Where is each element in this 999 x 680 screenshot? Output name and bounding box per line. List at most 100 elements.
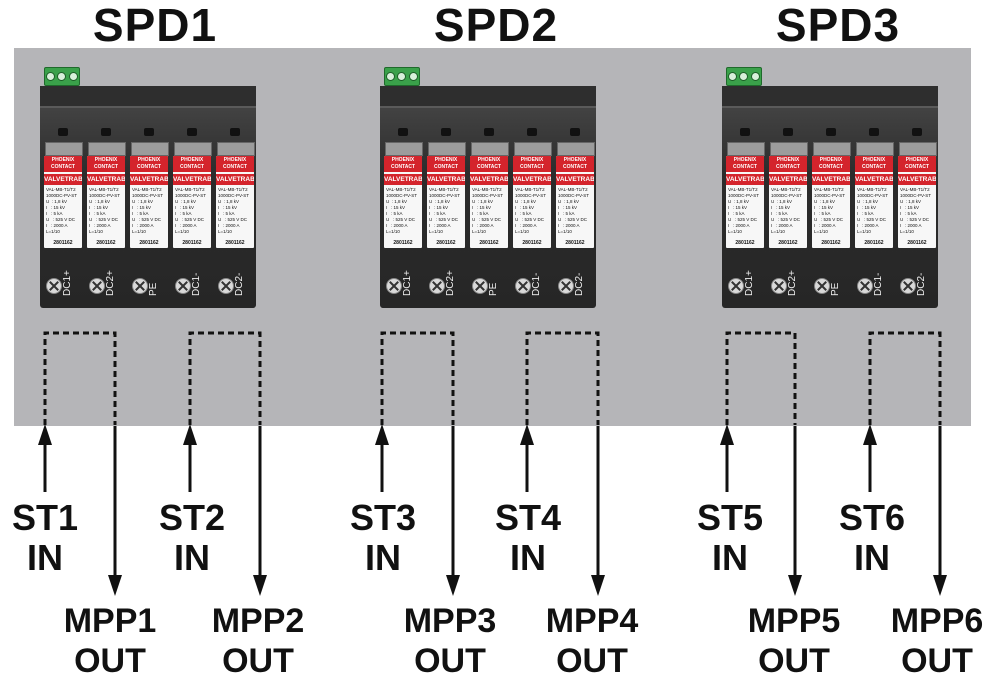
module-brand: VALVETRAB (556, 174, 594, 185)
part-number: 2801162 (393, 240, 413, 246)
output-label-name: MPP1 (63, 602, 157, 640)
output-label-name: MPP5 (747, 602, 841, 640)
connector-pin (386, 72, 396, 81)
input-label-name: ST3 (349, 497, 417, 538)
status-indicator-window (217, 142, 255, 156)
phoenix-contact-logo: PHOENIX CONTACT (556, 156, 594, 172)
input-label-name: ST5 (696, 497, 764, 538)
status-indicator-window (471, 142, 509, 156)
module-brand: VALVETRAB (216, 174, 254, 185)
remote-signal-connector (44, 67, 80, 86)
status-indicator-window (514, 142, 552, 156)
part-number: 2801162 (139, 240, 159, 246)
terminal-screw-icon (857, 278, 873, 294)
module-specs: VAL-MB-T1/T2 1000DC-PV-ST U : 1,8 kV I :… (132, 187, 164, 234)
output-label-name: MPP6 (890, 602, 984, 640)
dashed-internal-connection (380, 331, 455, 425)
module-release-slot (144, 128, 154, 136)
module-specs: VAL-MB-T1/T2 1000DC-PV-ST U : 1,8 kV I :… (857, 187, 889, 234)
housing-top-band (722, 86, 938, 108)
phoenix-contact-logo: PHOENIX CONTACT (216, 156, 254, 172)
protection-module: PHOENIX CONTACT VALVETRAB VAL-MB-T1/T2 100… (216, 128, 255, 304)
terminal-screw-icon (771, 278, 787, 294)
output-label-direction: OUT (414, 642, 486, 680)
module-brand: VALVETRAB (769, 174, 807, 185)
connector-pin (397, 72, 407, 81)
connector-pin (57, 72, 67, 81)
terminal-screw-icon (515, 278, 531, 294)
status-indicator-window (88, 142, 126, 156)
status-indicator-window (770, 142, 808, 156)
connector-pin (728, 72, 738, 81)
dashed-internal-connection (868, 331, 942, 425)
spd2-title: SPD2 (433, 0, 559, 51)
dashed-internal-connection (725, 331, 797, 425)
connector-pin (408, 72, 418, 81)
output-label-direction: OUT (556, 642, 628, 680)
status-indicator-window (428, 142, 466, 156)
module-release-slot (740, 128, 750, 136)
connector-pin (46, 72, 56, 81)
module-release-slot (912, 128, 922, 136)
module-specs: VAL-MB-T1/T2 1000DC-PV-ST U : 1,8 kV I :… (218, 187, 250, 234)
terminal-screw-icon (900, 278, 916, 294)
terminal-screw-icon (386, 278, 402, 294)
terminal-screw-icon (175, 278, 191, 294)
part-number: 2801162 (735, 240, 755, 246)
output-label-name: MPP2 (211, 602, 305, 640)
input-label-direction: IN (365, 537, 401, 578)
module-release-slot (869, 128, 879, 136)
arrow-up-icon (183, 424, 197, 445)
module-release-slot (230, 128, 240, 136)
remote-signal-connector (384, 67, 420, 86)
module-specs: VAL-MB-T1/T2 1000DC-PV-ST U : 1,8 kV I :… (472, 187, 504, 234)
input-label-name: ST1 (11, 497, 79, 538)
terminal-screw-icon (429, 278, 445, 294)
phoenix-contact-logo: PHOENIX CONTACT (769, 156, 807, 172)
arrow-up-icon (720, 424, 734, 445)
module-brand: VALVETRAB (855, 174, 893, 185)
housing-top-band (40, 86, 256, 108)
part-number: 2801162 (96, 240, 116, 246)
module-brand: VALVETRAB (44, 174, 82, 185)
module-release-slot (58, 128, 68, 136)
terminal-screw-icon (132, 278, 148, 294)
dashed-internal-connection (43, 331, 117, 425)
housing-top-band (380, 86, 596, 108)
arrow-up-icon (520, 424, 534, 445)
spd-housing: PHOENIX CONTACT VALVETRAB VAL-MB-T1/T2 100… (380, 86, 596, 308)
module-brand: VALVETRAB (427, 174, 465, 185)
phoenix-contact-logo: PHOENIX CONTACT (812, 156, 850, 172)
module-specs: VAL-MB-T1/T2 1000DC-PV-ST U : 1,8 kV I :… (900, 187, 932, 234)
module-brand: VALVETRAB (898, 174, 936, 185)
connector-pin (68, 72, 78, 81)
protection-module: PHOENIX CONTACT VALVETRAB VAL-MB-T1/T2 100… (769, 128, 808, 304)
module-specs: VAL-MB-T1/T2 1000DC-PV-ST U : 1,8 kV I :… (89, 187, 121, 234)
input-label-direction: IN (854, 537, 890, 578)
terminal-screw-icon (728, 278, 744, 294)
terminal-screw-icon (89, 278, 105, 294)
module-specs: VAL-MB-T1/T2 1000DC-PV-ST U : 1,8 kV I :… (771, 187, 803, 234)
part-number: 2801162 (182, 240, 202, 246)
part-number: 2801162 (53, 240, 73, 246)
terminal-screw-icon (558, 278, 574, 294)
input-label-direction: IN (174, 537, 210, 578)
part-number: 2801162 (522, 240, 542, 246)
part-number: 2801162 (778, 240, 798, 246)
phoenix-contact-logo: PHOENIX CONTACT (726, 156, 764, 172)
status-indicator-window (174, 142, 212, 156)
spd-housing: PHOENIX CONTACT VALVETRAB VAL-MB-T1/T2 100… (722, 86, 938, 308)
module-brand: VALVETRAB (726, 174, 764, 185)
module-brand: VALVETRAB (130, 174, 168, 185)
